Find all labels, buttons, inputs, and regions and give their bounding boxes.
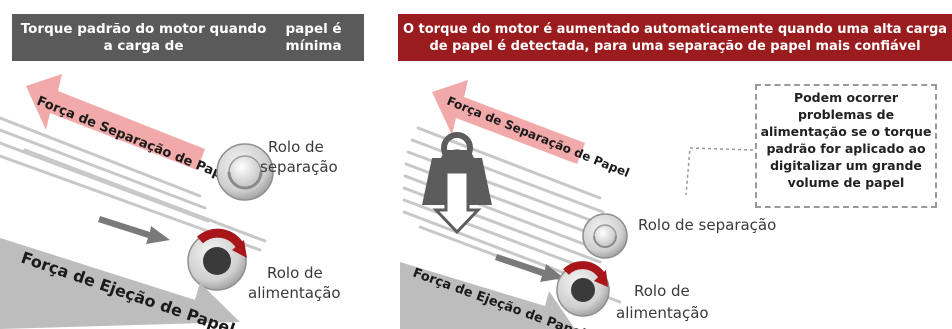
right-panel-header: O torque do motor é aumentado automatica… — [398, 14, 952, 61]
callout-line: problemas de — [797, 107, 895, 122]
left-feed-roller-label-2: alimentação — [248, 284, 341, 302]
left-separation-roller — [216, 143, 274, 201]
left-paper-direction-arrow — [98, 216, 170, 244]
left-header-line1: Torque padrão do motor quando a carga de — [20, 20, 267, 54]
left-header-line2: papel é mínima — [285, 20, 342, 54]
rotation-arrow-icon — [232, 240, 247, 258]
right-header-line1: O torque do motor é aumentado automatica… — [402, 21, 948, 37]
left-separation-roller-label-2: separação — [260, 158, 338, 176]
left-diagram: Força de Separação de Papel — [0, 74, 341, 329]
warning-callout: Podem ocorrer problemas de alimentação s… — [755, 84, 937, 208]
right-feed-roller-label-1: Rolo de — [634, 282, 690, 300]
right-header-line2: de papel é detectada, para uma separação… — [429, 38, 921, 54]
left-separation-roller-label-1: Rolo de — [268, 138, 324, 156]
down-arrow-icon — [432, 170, 482, 235]
callout-line: volume de papel — [787, 175, 905, 190]
right-separation-roller — [582, 213, 628, 259]
right-feed-roller-label-2: alimentação — [616, 304, 709, 322]
callout-line: padrão for aplicado ao — [766, 141, 926, 156]
left-separation-label: Força de Separação de Papel — [35, 94, 237, 187]
callout-line: Podem ocorrer — [793, 90, 899, 105]
callout-line: alimentação se o torque — [760, 124, 932, 139]
callout-leader-line — [685, 147, 754, 196]
right-feed-roller — [556, 261, 610, 317]
right-paper-direction-arrow — [495, 254, 564, 282]
left-paper-stack — [0, 116, 267, 252]
callout-line: digitalizar um grande — [770, 158, 922, 173]
left-panel-header: Torque padrão do motor quando a carga de… — [12, 14, 364, 61]
left-feed-roller — [187, 228, 247, 291]
rotation-arrow-icon — [594, 270, 608, 287]
left-feed-roller-label-1: Rolo de — [267, 264, 323, 282]
right-separation-roller-label: Rolo de separação — [638, 216, 776, 234]
right-diagram: Força de Separação de Papel — [400, 80, 776, 329]
weight-icon — [422, 132, 492, 235]
